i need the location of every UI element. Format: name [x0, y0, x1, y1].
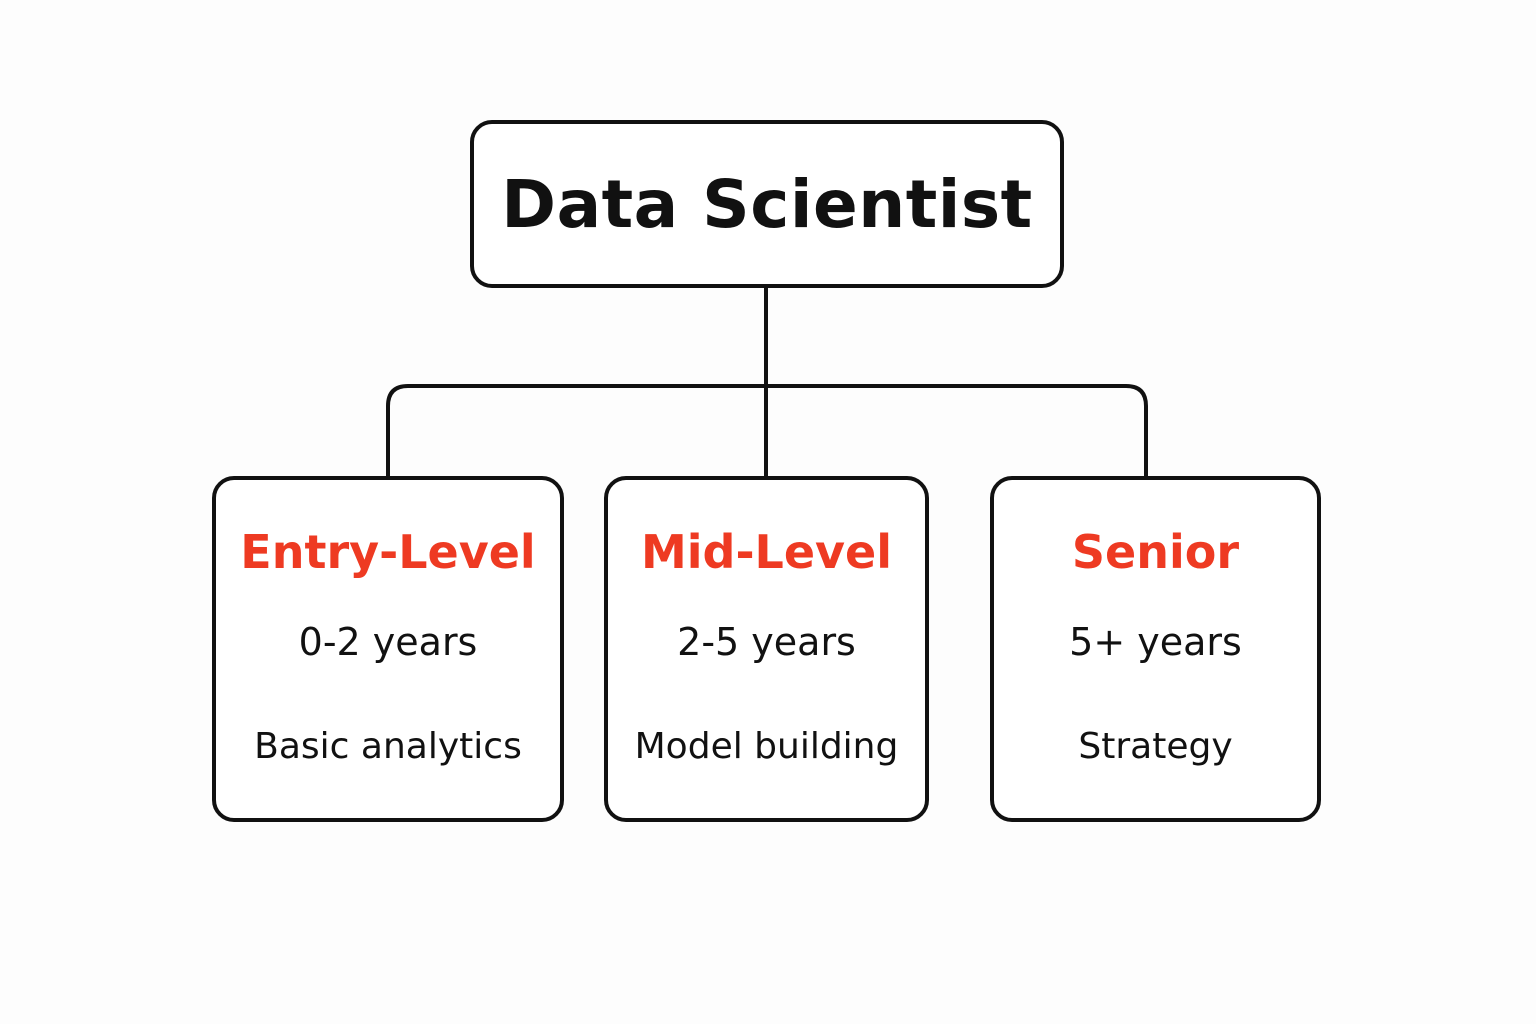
level-title-entry: Entry-Level [240, 525, 536, 579]
level-focus-senior: Strategy [1078, 726, 1233, 767]
level-node-mid: Mid-Level 2-5 years Model building [604, 476, 929, 822]
level-node-senior: Senior 5+ years Strategy [990, 476, 1321, 822]
level-focus-mid: Model building [634, 726, 899, 767]
root-node-title: Data Scientist [501, 165, 1033, 243]
level-years-senior: 5+ years [1069, 620, 1242, 664]
right-branch-connector [766, 384, 1148, 476]
left-branch-connector [386, 384, 766, 476]
level-node-entry: Entry-Level 0-2 years Basic analytics [212, 476, 564, 822]
level-title-mid: Mid-Level [640, 525, 893, 579]
level-years-entry: 0-2 years [298, 620, 478, 664]
level-title-senior: Senior [1071, 525, 1240, 579]
root-node-data-scientist: Data Scientist [470, 120, 1064, 288]
level-years-mid: 2-5 years [677, 620, 856, 664]
level-focus-entry: Basic analytics [254, 726, 522, 767]
